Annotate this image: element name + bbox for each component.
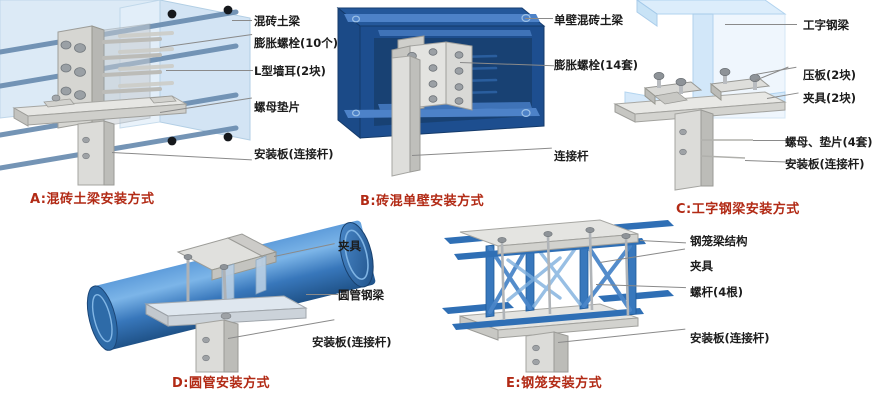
label-c-ibeam: 工字钢梁: [803, 18, 849, 32]
leader-line-c-nut: [753, 140, 801, 141]
leader-line-a-beam: [232, 20, 252, 21]
caption-panel-d: D:圆管安装方式: [172, 376, 270, 391]
caption-panel-e: E:钢笼安装方式: [506, 376, 603, 391]
label-d-clamp: 夹具: [338, 239, 361, 253]
label-c-mount-plate: 安装板(连接杆): [785, 157, 865, 171]
label-c-clamp: 夹具(2块): [803, 91, 857, 105]
label-c-press-plate: 压板(2块): [803, 68, 857, 82]
panel-d-drawing: [86, 220, 376, 373]
label-c-nut-washer: 螺母、垫片(4套): [785, 135, 873, 149]
panel-c-drawing: [613, 0, 787, 191]
caption-panel-b: B:砖混单壁安装方式: [360, 194, 485, 209]
leader-line-d-pipe: [306, 294, 338, 295]
leader-line-a-wallear: [166, 70, 253, 71]
panel-d-illustration: [86, 212, 376, 373]
panel-a-illustration: [0, 0, 300, 186]
caption-panel-a: A:混砖土梁安装方式: [30, 192, 155, 207]
leader-line-b-wall: [525, 18, 553, 19]
panel-e-drawing: [442, 219, 674, 373]
panel-b-drawing: [336, 6, 546, 177]
label-e-cage: 钢笼梁结构: [690, 234, 748, 248]
label-b-connect-rod: 连接杆: [554, 149, 589, 163]
label-b-bolts: 膨胀螺栓(14套): [554, 58, 639, 72]
label-a-bolts: 膨胀螺栓(10个): [254, 36, 339, 50]
label-d-mount-plate: 安装板(连接杆): [312, 335, 392, 349]
panel-e-illustration: [430, 212, 686, 373]
label-b-wall: 单壁混砖土梁: [554, 13, 623, 27]
label-e-screw-rod: 螺杆(4根): [690, 285, 744, 299]
label-a-nut-washer: 螺母垫片: [254, 100, 300, 114]
panel-c-illustration: [613, 0, 805, 191]
label-a-mount-plate: 安装板(连接杆): [254, 147, 334, 161]
caption-panel-c: C:工字钢梁安装方式: [676, 202, 800, 217]
label-e-clamp: 夹具: [690, 259, 713, 273]
label-a-wall-ear: L型墙耳(2块): [254, 64, 326, 78]
panel-b-illustration: [300, 0, 554, 185]
label-e-mount-plate: 安装板(连接杆): [690, 331, 770, 345]
label-d-pipe: 圆管钢梁: [338, 288, 384, 302]
label-a-beam: 混砖土梁: [254, 14, 300, 28]
leader-line-c-ibeam: [725, 24, 797, 25]
